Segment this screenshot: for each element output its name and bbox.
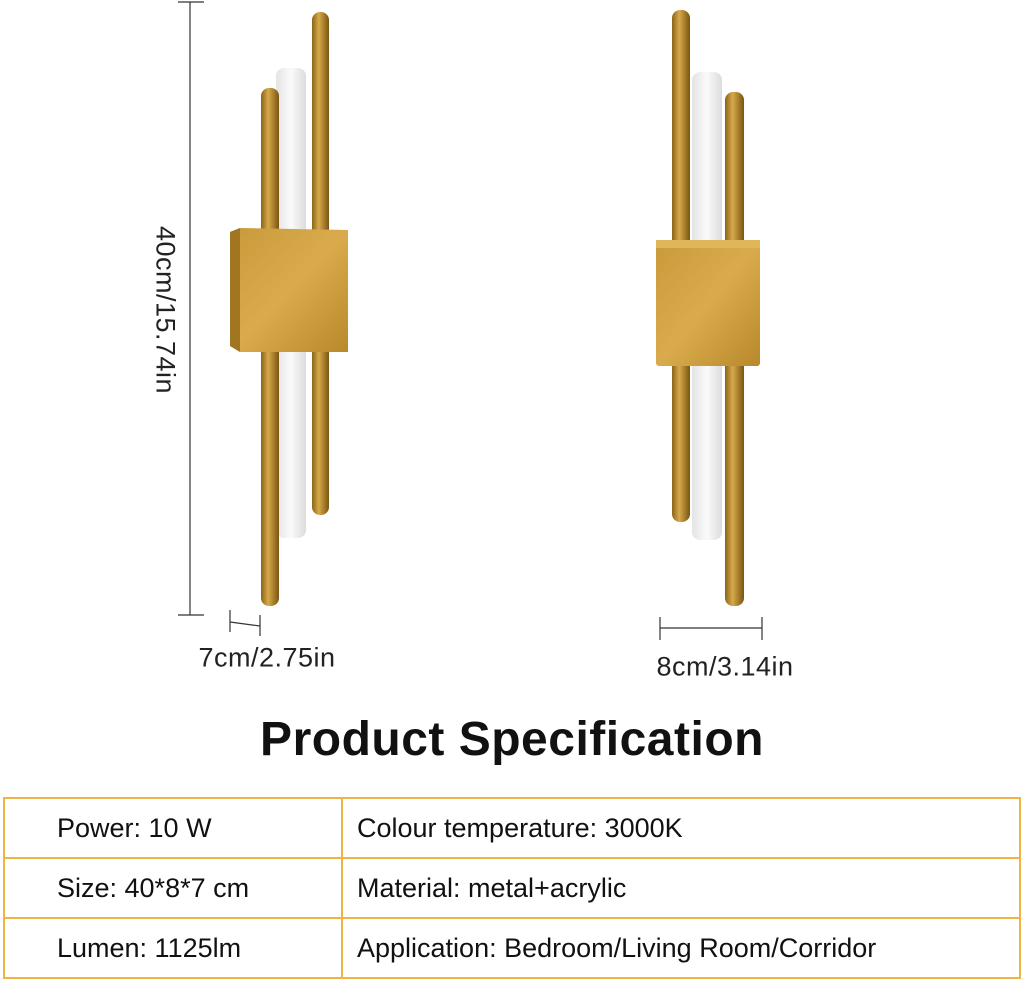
lamp-illustrations <box>178 1 763 640</box>
table-row: Power: 10 W Colour temperature: 3000K <box>3 797 1021 859</box>
spec-colour-temperature: Colour temperature: 3000K <box>341 797 1021 859</box>
spec-material: Material: metal+acrylic <box>341 857 1021 919</box>
height-dimension-line <box>178 1 204 616</box>
table-row: Size: 40*8*7 cm Material: metal+acrylic <box>3 857 1021 919</box>
left-width-label: 7cm/2.75in <box>198 642 336 673</box>
height-label: 40cm/15.74in <box>150 225 181 395</box>
right-width-label: 8cm/3.14in <box>656 651 794 682</box>
spec-application: Application: Bedroom/Living Room/Corrido… <box>341 917 1021 979</box>
right-width-dimension-line <box>659 617 763 640</box>
right-lamp <box>656 10 760 606</box>
spec-power: Power: 10 W <box>3 797 343 859</box>
table-row: Lumen: 1125lm Application: Bedroom/Livin… <box>3 917 1021 979</box>
spec-size: Size: 40*8*7 cm <box>3 857 343 919</box>
page-title: Product Specification <box>260 713 764 766</box>
left-width-dimension-line <box>229 610 261 636</box>
spec-table: Power: 10 W Colour temperature: 3000K Si… <box>3 797 1021 979</box>
spec-lumen: Lumen: 1125lm <box>3 917 343 979</box>
left-lamp <box>230 12 348 606</box>
